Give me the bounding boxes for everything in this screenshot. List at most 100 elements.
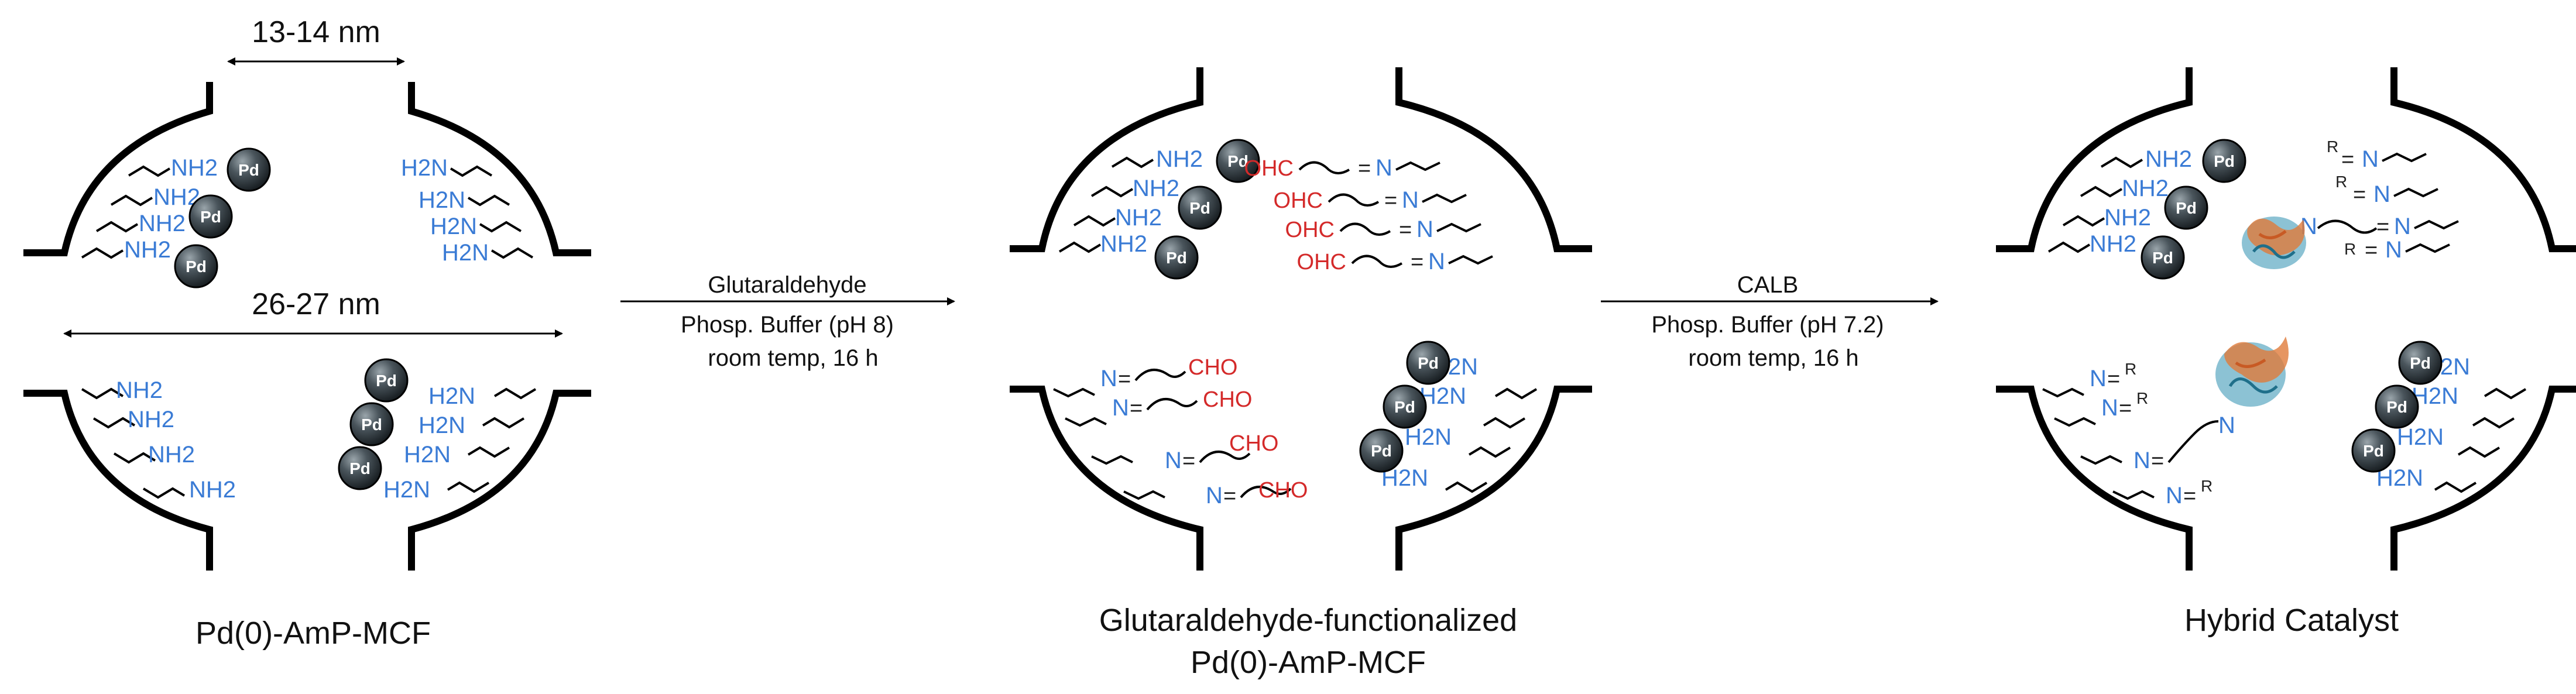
svg-text:N: N xyxy=(1402,187,1419,213)
alkyl-chain xyxy=(2062,215,2105,227)
svg-text:N: N xyxy=(2385,237,2402,263)
pd-nanoparticle: Pd xyxy=(1359,428,1404,473)
svg-text:Pd: Pd xyxy=(1166,249,1187,267)
pd-nanoparticle: Pd xyxy=(2141,235,2185,280)
svg-text:OHC: OHC xyxy=(1285,218,1335,242)
svg-text:N: N xyxy=(2373,181,2390,207)
amine-label: H2N xyxy=(401,155,448,181)
amine-label: NH2 xyxy=(171,155,218,181)
amine-label: H2N xyxy=(428,383,475,409)
pd-nanoparticle: Pd xyxy=(227,147,271,192)
svg-text:R: R xyxy=(2136,389,2148,407)
product-label: Hybrid Catalyst xyxy=(2184,603,2399,638)
imine-aldehyde-group: N = CHO xyxy=(1091,431,1278,473)
pore-wall-top-right xyxy=(408,82,591,256)
alkyl-chain xyxy=(1483,417,1526,429)
amine-label: NH2 xyxy=(1133,176,1179,201)
alkyl-chain xyxy=(2100,156,2143,169)
svg-text:N: N xyxy=(2133,448,2150,473)
pd-nanoparticle: Pd xyxy=(2164,185,2208,230)
step1-reagent: Glutaraldehyde xyxy=(708,272,866,298)
cavity-dimension-label: 26-27 nm xyxy=(252,287,380,321)
svg-text:Pd: Pd xyxy=(1227,152,1248,170)
alkyl-chain xyxy=(81,247,124,259)
pd-nanoparticle: Pd xyxy=(174,244,218,288)
alkyl-chain xyxy=(128,165,171,177)
imine-aldehyde-group: N = CHO xyxy=(1065,387,1252,427)
svg-text:Pd: Pd xyxy=(376,372,397,390)
svg-text:Pd: Pd xyxy=(349,459,371,477)
amine-label: NH2 xyxy=(148,442,195,468)
pore-wall-bottom-left xyxy=(23,390,213,571)
panel-intermediate: NH2 NH2 NH2 NH2 Pd Pd Pd OHC = N OHC = N… xyxy=(1010,67,1592,680)
svg-text:N: N xyxy=(1206,483,1223,509)
svg-text:CHO: CHO xyxy=(1258,478,1308,503)
svg-text:Pd: Pd xyxy=(1418,354,1439,372)
amine-label: H2N xyxy=(419,187,465,213)
imine-aldehyde-group: OHC = N xyxy=(1285,217,1481,242)
imine-enzyme-linker: N = N xyxy=(2080,413,2235,473)
amine-label: H2N xyxy=(383,477,430,503)
pd-nanoparticle: Pd xyxy=(1406,341,1450,385)
alkyl-chain xyxy=(2047,241,2091,253)
svg-text:=: = xyxy=(2353,183,2366,207)
svg-text:N: N xyxy=(2166,483,2183,509)
pd-nanoparticle: Pd xyxy=(1178,185,1222,230)
alkyl-chain xyxy=(81,387,124,400)
svg-text:Pd: Pd xyxy=(2176,199,2197,217)
svg-text:Pd: Pd xyxy=(2386,398,2407,416)
pd-nanoparticle: Pd xyxy=(2375,384,2419,429)
imine-aldehyde-group: OHC = N xyxy=(1297,249,1493,274)
panel-product: NH2 NH2 NH2 NH2 Pd Pd Pd R = N R = N N =… xyxy=(1996,67,2576,638)
svg-text:=: = xyxy=(2365,238,2378,263)
pd-nanoparticle: Pd xyxy=(2398,341,2443,385)
svg-text:=: = xyxy=(2341,147,2354,172)
alkyl-chain xyxy=(447,481,490,493)
pore-wall-bottom-right xyxy=(1395,386,1592,571)
pd-nanoparticle: Pd xyxy=(2202,139,2246,183)
amine-label: NH2 xyxy=(124,237,171,263)
alkyl-chain xyxy=(110,194,153,207)
pore-dimension-label: 13-14 nm xyxy=(252,15,380,49)
amine-label: H2N xyxy=(430,214,477,239)
alkyl-chain xyxy=(113,452,156,464)
panel-start: 13-14 nm 26-27 nm NH2 NH2 NH2 NH2 Pd Pd … xyxy=(23,15,591,651)
pore-wall-bottom-left xyxy=(1996,386,2193,571)
imine-r-group: R = N xyxy=(2344,237,2450,263)
svg-text:Pd: Pd xyxy=(2410,354,2431,372)
svg-text:=: = xyxy=(2376,215,2389,239)
amine-label: NH2 xyxy=(139,211,186,236)
svg-text:Pd: Pd xyxy=(361,415,382,434)
intermediate-label-line1: Glutaraldehyde-functionalized xyxy=(1099,603,1517,638)
alkyl-chain xyxy=(482,417,525,429)
svg-text:Pd: Pd xyxy=(2363,442,2384,460)
pd-nanoparticle: Pd xyxy=(1383,384,1427,429)
svg-text:R: R xyxy=(2327,138,2338,156)
svg-text:OHC: OHC xyxy=(1244,156,1294,181)
svg-text:N: N xyxy=(1428,249,1445,274)
pd-nanoparticle: Pd xyxy=(1216,139,1260,183)
alkyl-chain xyxy=(1468,446,1511,458)
svg-text:N: N xyxy=(1165,448,1182,473)
amine-label: H2N xyxy=(419,413,465,438)
svg-text:R: R xyxy=(2125,360,2136,378)
svg-text:N: N xyxy=(1100,366,1117,391)
pore-wall-top-left xyxy=(23,82,213,256)
amine-label: H2N xyxy=(1405,424,1452,450)
alkyl-chain xyxy=(1058,241,1102,253)
svg-text:OHC: OHC xyxy=(1274,188,1323,213)
alkyl-chain xyxy=(92,417,136,429)
amine-label: H2N xyxy=(2412,383,2458,409)
amine-label: H2N xyxy=(1419,383,1466,409)
svg-text:CHO: CHO xyxy=(1188,355,1237,380)
pd-nanoparticle: Pd xyxy=(364,358,409,403)
alkyl-chain xyxy=(142,487,186,499)
alkyl-chain xyxy=(1090,185,1134,198)
svg-text:R: R xyxy=(2201,477,2213,495)
pd-nanoparticle: Pd xyxy=(338,446,382,490)
start-material-label: Pd(0)-AmP-MCF xyxy=(195,616,431,651)
pore-wall-top-right xyxy=(1395,67,1592,252)
amine-label: H2N xyxy=(404,442,451,468)
imine-aldehyde-group: OHC = N xyxy=(1244,155,1440,181)
alkyl-chain xyxy=(2457,446,2500,458)
